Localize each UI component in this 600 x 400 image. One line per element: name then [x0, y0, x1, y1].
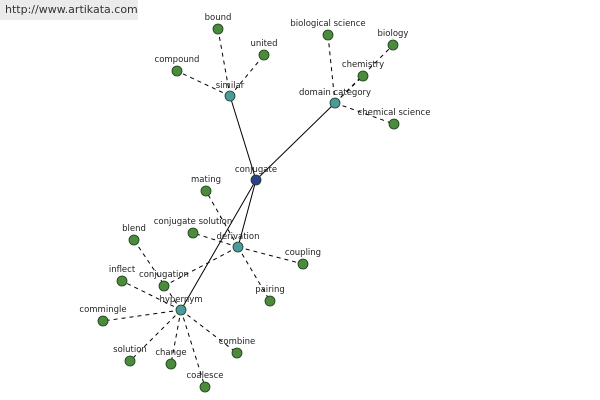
edge-domain-category-chemistry [334, 75, 364, 104]
node-biology[interactable] [387, 39, 399, 51]
node-derivation[interactable] [232, 241, 244, 253]
edge-derivation-conjugation [163, 246, 239, 287]
node-label-conjugate[interactable]: conjugate [235, 165, 277, 175]
node-label-chemistry[interactable]: chemistry [342, 60, 384, 70]
node-label-combine[interactable]: combine [219, 337, 256, 347]
node-label-blend[interactable]: blend [122, 224, 146, 234]
edge-conjugate-hypernym [180, 179, 257, 311]
node-label-coupling[interactable]: coupling [285, 248, 321, 258]
node-label-inflect[interactable]: inflect [109, 265, 136, 275]
node-label-bound[interactable]: bound [205, 13, 232, 23]
edge-similar-united [229, 54, 265, 97]
edge-domain-category-biological-science [327, 34, 336, 104]
node-label-similar[interactable]: similar [216, 81, 245, 91]
edge-similar-bound [217, 28, 231, 97]
node-conjugate-solution[interactable] [187, 227, 199, 239]
node-label-biological-science[interactable]: biological science [290, 19, 365, 29]
edge-conjugate-domain-category [255, 102, 336, 181]
edge-hypernym-coalesce [180, 309, 206, 388]
node-domain-category[interactable] [329, 97, 341, 109]
node-pairing[interactable] [264, 295, 276, 307]
node-blend[interactable] [128, 234, 140, 246]
node-label-pairing[interactable]: pairing [255, 285, 285, 295]
edge-hypernym-combine [180, 309, 238, 354]
edge-hypernym-change [170, 309, 182, 365]
node-inflect[interactable] [116, 275, 128, 287]
node-combine[interactable] [231, 347, 243, 359]
node-biological-science[interactable] [322, 29, 334, 41]
node-label-domain-category[interactable]: domain category [299, 88, 371, 98]
node-solution[interactable] [124, 355, 136, 367]
node-conjugation[interactable] [158, 280, 170, 292]
node-label-hypernym[interactable]: hypernym [159, 295, 202, 305]
node-bound[interactable] [212, 23, 224, 35]
edge-domain-category-chemical-science [334, 102, 395, 125]
edge-derivation-pairing [237, 246, 271, 302]
edge-conjugate-similar [229, 95, 257, 181]
node-label-mating[interactable]: mating [191, 175, 221, 185]
edge-similar-compound [176, 70, 231, 97]
node-label-conjugation[interactable]: conjugation [139, 270, 189, 280]
node-united[interactable] [258, 49, 270, 61]
nodes-layer [97, 23, 400, 393]
node-coupling[interactable] [297, 258, 309, 270]
node-label-solution[interactable]: solution [113, 345, 147, 355]
node-hypernym[interactable] [175, 304, 187, 316]
node-chemistry[interactable] [357, 70, 369, 82]
node-label-compound[interactable]: compound [155, 55, 200, 65]
node-change[interactable] [165, 358, 177, 370]
node-label-derivation[interactable]: derivation [216, 232, 259, 242]
node-label-coalesce[interactable]: coalesce [186, 371, 223, 381]
edge-derivation-coupling [237, 246, 304, 265]
source-url-banner[interactable]: http://www.artikata.com [0, 0, 138, 20]
edge-derivation-mating [205, 190, 239, 248]
edge-hypernym-inflect [121, 280, 182, 311]
node-label-biology[interactable]: biology [378, 29, 409, 39]
node-commingle[interactable] [97, 315, 109, 327]
node-label-united[interactable]: united [250, 39, 277, 49]
edge-hypernym-blend [133, 239, 182, 311]
labels-layer: conjugate similar domain category derivatio… [79, 13, 430, 381]
node-compound[interactable] [171, 65, 183, 77]
node-label-chemical-science[interactable]: chemical science [358, 108, 431, 118]
node-label-conjugate-solution[interactable]: conjugate solution [154, 217, 233, 227]
node-chemical-science[interactable] [388, 118, 400, 130]
node-label-commingle[interactable]: commingle [79, 305, 126, 315]
edges-layer [102, 28, 395, 388]
node-mating[interactable] [200, 185, 212, 197]
node-label-change[interactable]: change [155, 348, 186, 358]
node-similar[interactable] [224, 90, 236, 102]
edge-conjugate-derivation [237, 179, 257, 248]
node-coalesce[interactable] [199, 381, 211, 393]
node-conjugate[interactable] [250, 174, 262, 186]
edge-hypernym-commingle [102, 309, 182, 322]
